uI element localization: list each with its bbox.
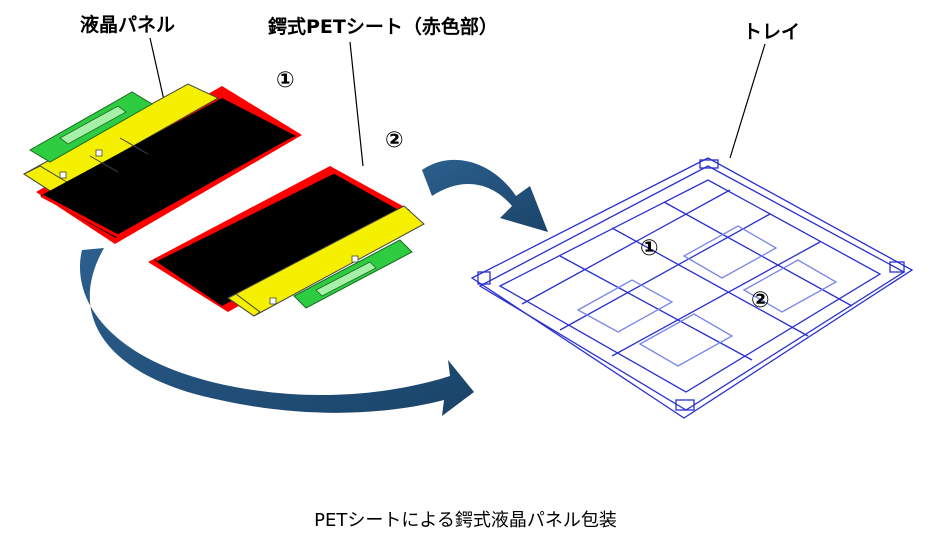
frame-detail-1b [119, 137, 149, 155]
tray-rib-5 [611, 241, 821, 357]
display-edge-1 [41, 136, 295, 238]
frame-hole-1b [59, 171, 67, 179]
tray-rib-3 [663, 201, 853, 307]
tray-pocket-b [682, 225, 778, 279]
fpc-green-2b [315, 261, 377, 297]
label-pet-sheet: 鍔式PETシート（赤色部） [268, 16, 498, 38]
marker-tray-slot-2: ② [751, 288, 770, 313]
frame-yellow-2b [227, 293, 261, 317]
tray-rib-4 [559, 213, 771, 331]
tray-rib-6 [521, 189, 731, 305]
marker-panel-1: ① [276, 68, 295, 93]
tray [470, 157, 914, 419]
frame-detail-1a [89, 155, 119, 173]
display-edge-2 [155, 170, 399, 262]
frame-hole-1a [95, 149, 103, 157]
tray-notch-1 [699, 159, 719, 169]
fpc-green-1b [59, 105, 127, 145]
tray-pocket-a [576, 279, 674, 333]
tray-pocket-d [742, 259, 838, 313]
tray-outer [470, 157, 914, 419]
display-black-1 [40, 98, 296, 238]
frame-hole-2b [351, 255, 359, 263]
lcd-panel-assembly-2 [148, 166, 425, 317]
tray-outer-2 [478, 165, 906, 411]
tray-inner [498, 179, 882, 393]
leader-line-tray [729, 43, 766, 159]
tray-notch-2 [889, 261, 905, 273]
figure-caption: PETシートによる鍔式液晶パネル包装 [314, 510, 617, 531]
marker-tray-slot-1: ① [640, 236, 659, 261]
label-lcd-panel: 液晶パネル [80, 14, 176, 36]
arrow-panel-1-to-tray [79, 248, 474, 416]
arrow-panel-2-to-tray [422, 159, 548, 232]
tray-rib-2 [611, 227, 809, 337]
label-tray: トレイ [743, 21, 801, 43]
frame-hole-2a [269, 297, 277, 305]
tray-rib-1 [559, 255, 753, 361]
marker-panel-2: ② [385, 128, 404, 153]
leader-line-pet [349, 41, 364, 167]
lcd-panel-assembly-1 [22, 83, 302, 244]
display-black-2 [154, 172, 400, 306]
tray-notch-4 [477, 271, 491, 285]
tray-pocket-c [638, 313, 734, 367]
tray-notch-3 [675, 399, 695, 411]
